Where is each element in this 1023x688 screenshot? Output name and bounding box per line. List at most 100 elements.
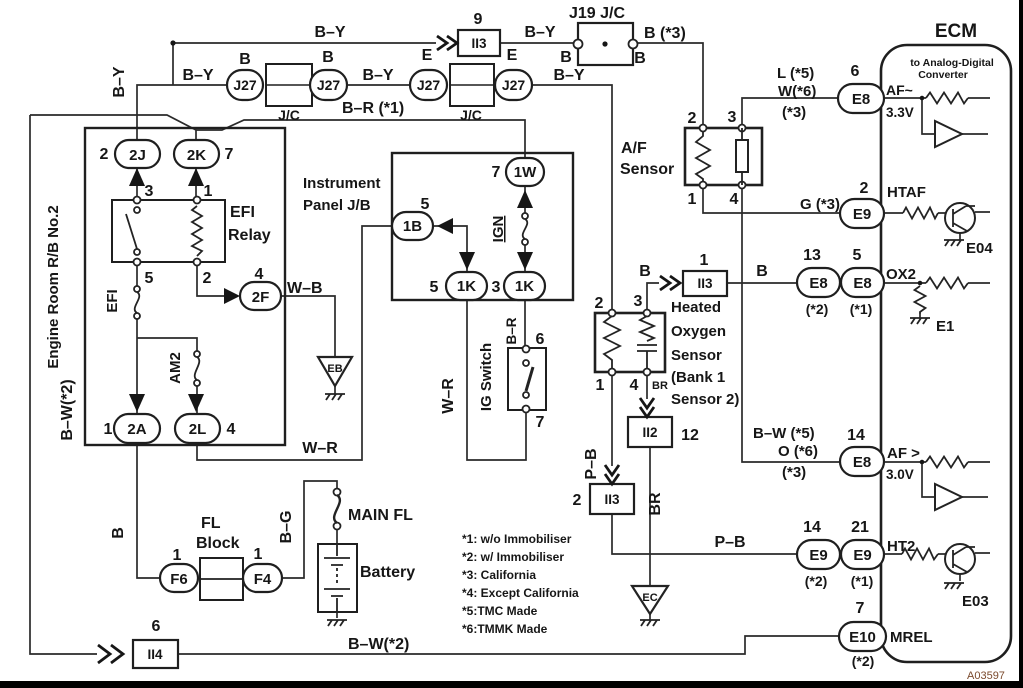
fuse-label-am2: AM2 — [167, 352, 184, 384]
legend-line-4: *4: Except California — [462, 586, 579, 600]
box-label-engine-room: Engine Room R/B No.2 — [45, 205, 62, 368]
connector-f6: F6 — [170, 571, 188, 588]
wire-label-wb: W–B — [287, 280, 323, 297]
box-label-jc-1: J/C — [278, 107, 300, 123]
ig-switch-box — [507, 347, 547, 411]
pin-label-2a: 1 — [104, 421, 113, 438]
legend-line-2: *2: w/ Immobiliser — [462, 550, 564, 564]
main-fl-fuse — [332, 494, 342, 524]
resistor — [925, 90, 969, 106]
battery-symbol — [324, 544, 350, 612]
af-sensor-box — [683, 126, 764, 187]
resistor — [925, 275, 969, 291]
engine-room-rb-box — [83, 126, 287, 447]
connector-ovals — [112, 68, 888, 653]
note-e9-14: (*2) — [805, 573, 828, 589]
pin-label-f6: 1 — [173, 547, 182, 564]
wire-label-wr-h: W–R — [302, 440, 338, 457]
pin-label-af-1: 1 — [688, 191, 697, 208]
connector-e8-6: E8 — [852, 91, 870, 108]
pin-label-ho2s-2: 2 — [595, 295, 604, 312]
resistor — [925, 454, 969, 470]
relay-coil — [190, 205, 204, 257]
am2-fuse — [193, 356, 201, 381]
ground-label-ec: EC — [642, 592, 657, 604]
eb-ground-triangle — [316, 355, 354, 389]
relay-switch-lever — [125, 213, 138, 250]
circuit-symbols — [125, 38, 976, 627]
ground-e04 — [944, 239, 964, 247]
pin-label-ho2s-3: 3 — [634, 293, 643, 310]
ecm-label-e03: E03 — [962, 593, 989, 610]
box-label-af-1: A/F — [621, 140, 647, 157]
box-label-efi-relay-1: EFI — [230, 204, 255, 221]
legend-line-5: *5:TMC Made — [462, 604, 538, 618]
wire-label-o6: O (*6) — [778, 443, 818, 460]
ecm-label-af-out: AF > — [887, 445, 920, 462]
ign-fuse — [521, 218, 529, 240]
pin-label-e8-14: 14 — [847, 427, 865, 444]
legend-line-1: *1: w/o Immobiliser — [462, 532, 572, 546]
wire-label-bw5: B–W (*5) — [753, 425, 815, 442]
connector-2l: 2L — [189, 421, 207, 438]
wire-label-by-j19: B–Y — [524, 24, 555, 41]
pin-label-2f: 4 — [255, 266, 264, 283]
pin-label-af-4: 4 — [730, 191, 739, 208]
pin-label-e9-21: 21 — [851, 519, 869, 536]
opamp-af-out — [934, 482, 965, 512]
wire-label-s3a: (*3) — [782, 104, 806, 121]
pin-label-ho2s-4: 4 — [630, 377, 639, 394]
connector-ii2: II2 — [642, 425, 657, 440]
ecm-label-mrel: MREL — [890, 629, 933, 646]
connector-e8-5: E8 — [853, 275, 871, 292]
wire-label-b-j19r: B — [634, 50, 646, 67]
wire-label-bg: B–G — [278, 511, 295, 544]
pin-label-e8-13: 13 — [803, 247, 821, 264]
pin-label-ii2: 12 — [681, 427, 699, 444]
note-e8-5: (*1) — [850, 301, 873, 317]
box-label-instrument-1: Instrument — [303, 175, 381, 192]
resistor — [901, 546, 939, 562]
box-label-instrument-2: Panel J/B — [303, 197, 371, 214]
connector-ii3-2: II3 — [604, 492, 620, 507]
pin-label-igsw-7: 7 — [536, 414, 545, 431]
wire-label-by-1: B–Y — [182, 67, 213, 84]
ecm-adc-note-2: Converter — [918, 69, 968, 81]
wire-label-b-ho2s: B — [639, 263, 651, 280]
wire-label-bw2-rot: B–W(*2) — [59, 379, 76, 440]
box-label-j19: J19 J/C — [569, 5, 625, 22]
ox2-pulldown-resistor — [912, 285, 928, 314]
wire-label-b-rot: B — [110, 527, 127, 539]
legend-line-6: *6:TMMK Made — [462, 622, 548, 636]
wire-label-b3: B (*3) — [644, 25, 686, 42]
box-label-efi-relay-2: Relay — [228, 227, 271, 244]
connector-j27-2: J27 — [317, 77, 341, 93]
pin-label-e8-5: 5 — [853, 247, 862, 264]
connector-2k: 2K — [187, 147, 206, 164]
wire-label-by-2: B–Y — [362, 67, 393, 84]
note-e10: (*2) — [852, 653, 875, 669]
box-label-ho2s-5: Sensor 2) — [671, 391, 739, 408]
pin-label-relay-1: 1 — [204, 183, 213, 200]
wire-label-l5: L (*5) — [777, 65, 814, 82]
af-heater-resistor — [694, 132, 712, 182]
connector-e8-14: E8 — [853, 454, 871, 471]
box-label-fl-2: Block — [196, 535, 240, 552]
chevron-arrows — [97, 34, 683, 665]
ii4-box — [131, 638, 180, 670]
ecm-label-htaf: HTAF — [887, 184, 926, 201]
wire-label-by-rot: B–Y — [111, 66, 128, 97]
pin-label-2k: 7 — [225, 146, 234, 163]
connector-2f: 2F — [252, 289, 270, 306]
box-label-ho2s-3: Sensor — [671, 347, 722, 364]
ecm-label-af-sig: AF~ — [886, 82, 913, 98]
screen-bottom-border — [0, 681, 1023, 688]
ecm-label-e1: E1 — [936, 318, 954, 335]
ground-ec — [640, 619, 660, 627]
drawing-code: A03597 — [967, 670, 1005, 682]
pin-label-2l: 4 — [227, 421, 236, 438]
wire-label-b-ox2: B — [756, 263, 768, 280]
relay-switch-contact — [133, 248, 141, 256]
ii2-box — [626, 415, 674, 449]
